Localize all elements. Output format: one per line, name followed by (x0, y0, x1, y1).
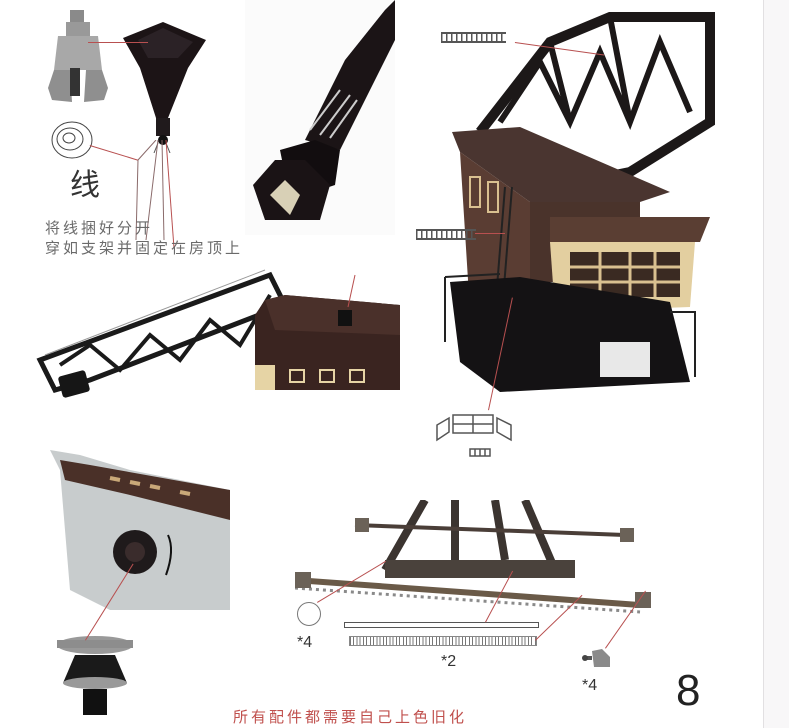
grab-bucket-assembled-icon (123, 22, 206, 153)
thread-strands-icon (135, 140, 175, 249)
crane-cab-photo (440, 12, 715, 392)
cab-underside-photo (50, 450, 230, 610)
wheel-quantity: *4 (297, 634, 313, 651)
rail-ties-icon (349, 636, 537, 646)
boom-and-house-photo (30, 265, 400, 410)
page-number: 8 (676, 666, 701, 715)
thread-label: 线 (70, 168, 100, 203)
railing-platform-icon (436, 414, 512, 442)
ladder-long-icon (441, 32, 506, 43)
crane-base-photo (295, 500, 695, 615)
instruction-line-2: 穿如支架并固定在房顶上 (45, 239, 244, 257)
instruction-line-1: 将线捆好分开 (45, 219, 154, 237)
buffer-stop-icon (582, 649, 610, 667)
wheel-disc-icon (297, 602, 321, 626)
ladder-small-icon (469, 448, 491, 457)
ladder-short-icon (416, 229, 476, 240)
leader-line (88, 42, 148, 43)
leader-line (475, 233, 505, 234)
grab-bucket-render-icon (48, 10, 108, 102)
rail-bar-icon (344, 622, 539, 628)
footer-note: 所有配件都需要自己上色旧化 (233, 708, 468, 726)
pivot-disc-icon (57, 636, 133, 715)
buffer-stop-quantity: *4 (582, 677, 598, 694)
page-side-scrollbar[interactable] (763, 0, 789, 728)
rail-quantity: *2 (441, 653, 457, 670)
thread-coil-icon (51, 121, 93, 159)
boom-tip-photo (245, 0, 395, 235)
